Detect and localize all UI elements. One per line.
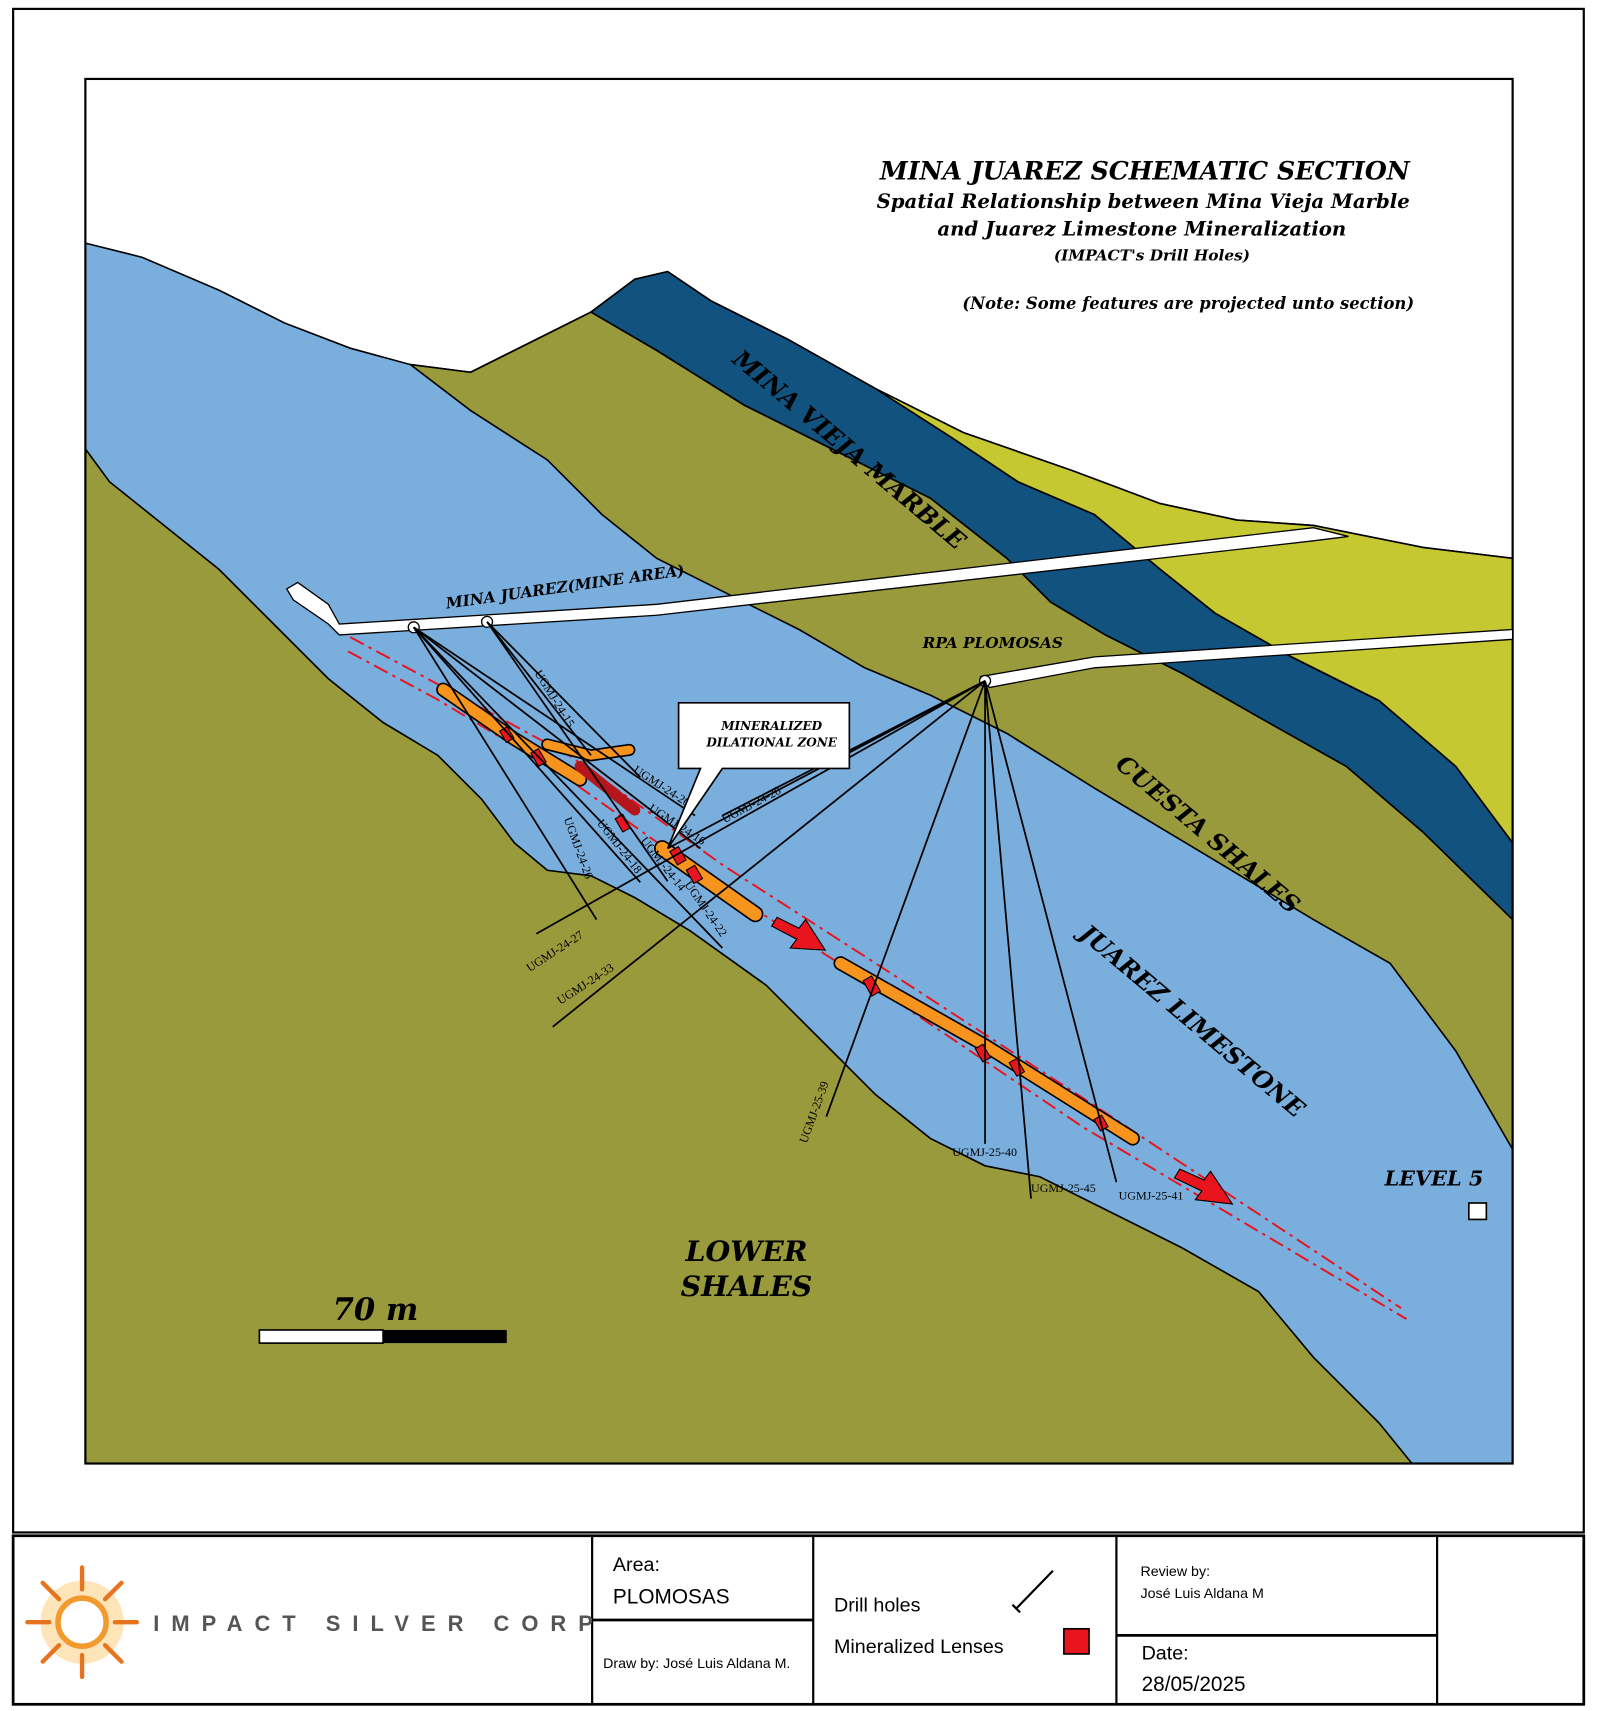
- title-note: (Note: Some features are projected unto …: [962, 294, 1414, 313]
- title-block: IMPACT SILVER CORP Area: PLOMOSAS Draw b…: [11, 1534, 1586, 1706]
- yellow-unit: [875, 387, 1514, 846]
- review-label: Review by:: [1140, 1564, 1210, 1580]
- label-ugmj-25-41: UGMJ-25-41: [1119, 1189, 1184, 1203]
- map-frame: UGMJ-24-15 UGMJ-24-20 UGMJ-24-16 UGMJ-24…: [84, 77, 1514, 1465]
- area-label: Area:: [613, 1554, 660, 1576]
- date-label: Date:: [1142, 1642, 1189, 1664]
- legend-lenses-label: Mineralized Lenses: [834, 1636, 1004, 1658]
- title-line-2: and Juarez Limestone Mineralization: [937, 217, 1346, 240]
- label-ugmj-25-40: UGMJ-25-40: [952, 1145, 1017, 1159]
- label-ugmj-25-45: UGMJ-25-45: [1031, 1181, 1096, 1195]
- title-line-3: (IMPACT's Drill Holes): [1054, 247, 1250, 265]
- scale-bar: 70 m: [258, 1292, 507, 1344]
- lens-legend-icon: [1063, 1627, 1090, 1655]
- label-lower: LOWER: [684, 1234, 807, 1268]
- lower-shales-unit: [84, 446, 1414, 1465]
- title-main: MINA JUAREZ SCHEMATIC SECTION: [879, 156, 1411, 186]
- callout-line-2: DILATIONAL ZONE: [705, 736, 837, 750]
- title-line-1: Spatial Relationship between Mina Vieja …: [877, 190, 1410, 213]
- date-value: 28/05/2025: [1142, 1673, 1246, 1696]
- sun-icon: [25, 1565, 140, 1680]
- company-name: IMPACT SILVER CORP: [153, 1611, 605, 1636]
- draw-by: Draw by: José Luis Aldana M.: [603, 1656, 790, 1672]
- review-value: José Luis Aldana M: [1140, 1586, 1263, 1602]
- area-value: PLOMOSAS: [613, 1586, 730, 1609]
- drill-holes: [412, 621, 1118, 1199]
- callout: MINERALIZED DILATIONAL ZONE: [666, 701, 851, 849]
- legend-drill-holes-label: Drill holes: [834, 1594, 921, 1616]
- label-level-5: LEVEL 5: [1384, 1165, 1484, 1190]
- scale-label: 70 m: [333, 1292, 419, 1328]
- lens-intercepts: [498, 725, 1109, 1132]
- map-title: MINA JUAREZ SCHEMATIC SECTION Spatial Re…: [877, 156, 1415, 313]
- red-dashed-trend: [347, 636, 1407, 1320]
- callout-line-1: MINERALIZED: [720, 719, 822, 733]
- company-logo: IMPACT SILVER CORP: [25, 1565, 605, 1680]
- drill-hole-legend-icon: [1014, 1570, 1054, 1610]
- red-arrows: [770, 916, 1234, 1205]
- label-shales: SHALES: [681, 1269, 813, 1303]
- level-5-marker: [1468, 1202, 1488, 1221]
- label-rpa-plomosas: RPA PLOMOSAS: [922, 634, 1063, 652]
